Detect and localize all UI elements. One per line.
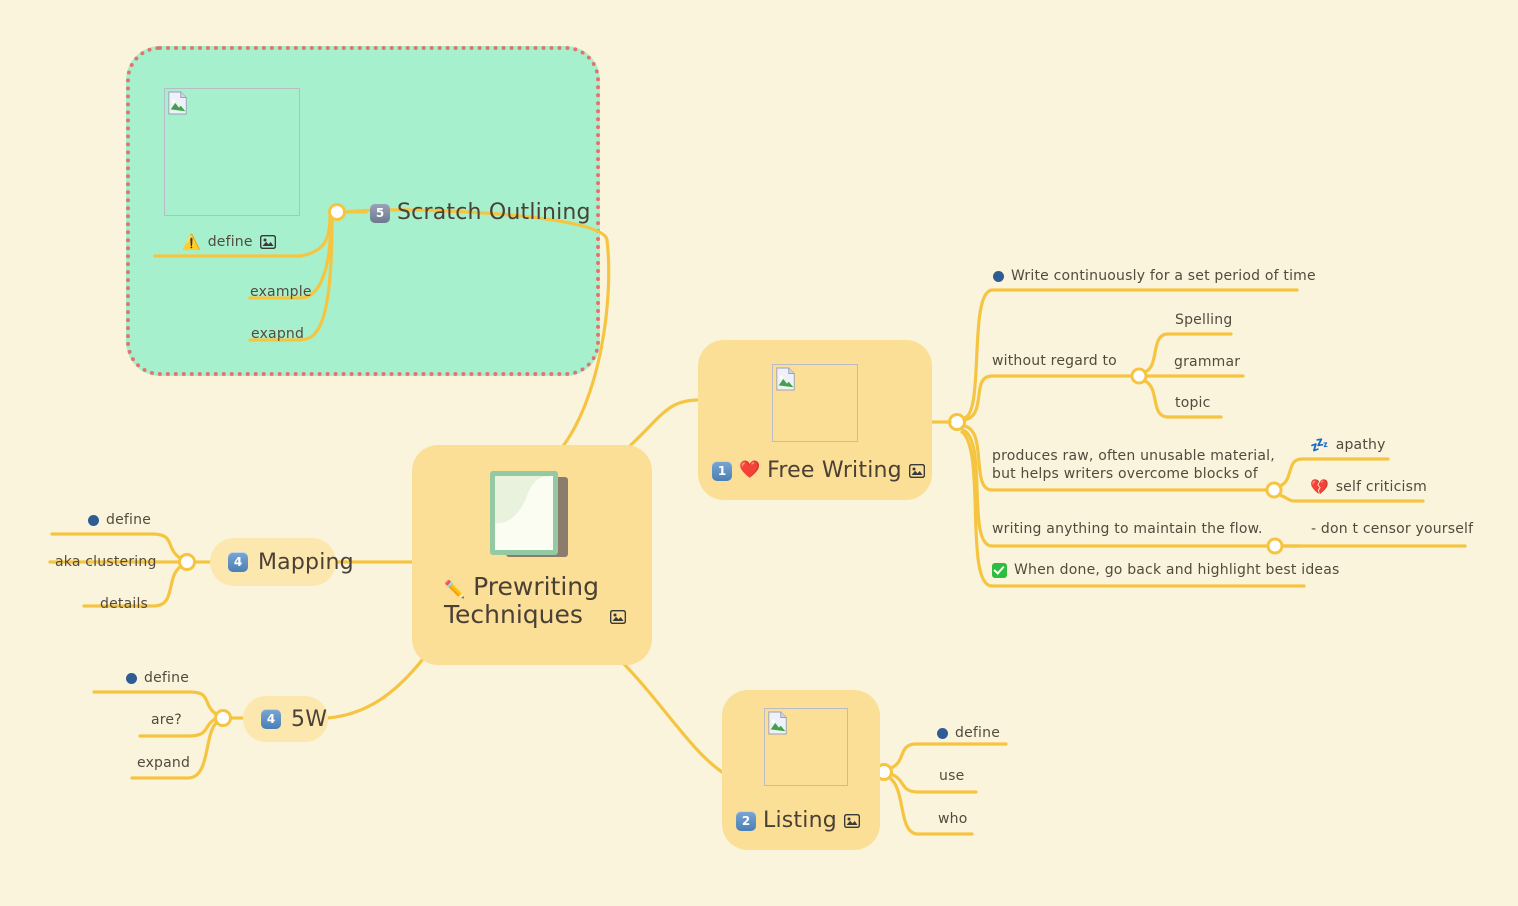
- node-scratch-outlining[interactable]: 5 Scratch Outlining: [370, 200, 591, 225]
- leaf-expand[interactable]: expand: [137, 755, 190, 771]
- image-icon[interactable]: [259, 235, 276, 249]
- leaf-details[interactable]: details: [100, 596, 148, 612]
- bullet-dot-icon: [126, 672, 137, 684]
- node-badge: 2: [736, 810, 756, 831]
- node-title: Free Writing: [767, 458, 902, 483]
- leaf-mapping-define[interactable]: define: [88, 512, 151, 528]
- node-mapping[interactable]: 4 Mapping: [210, 538, 354, 586]
- leaf-self-criticism[interactable]: 💔 self criticism: [1310, 479, 1427, 495]
- leaf-produces-raw[interactable]: produces raw, often unusable material, b…: [992, 448, 1275, 483]
- check-icon: [992, 562, 1007, 578]
- leaf-label: are?: [151, 712, 182, 728]
- node-title: Mapping: [258, 549, 354, 575]
- leaf-label: writing anything to maintain the flow.: [992, 521, 1263, 537]
- scratch-outlining-image-placeholder[interactable]: [164, 88, 300, 216]
- leaf-label: who: [938, 811, 968, 827]
- listing-image-placeholder[interactable]: [764, 708, 848, 786]
- leaf-label: - don t censor yourself: [1311, 521, 1474, 537]
- leaf-topic[interactable]: topic: [1175, 395, 1211, 411]
- image-icon[interactable]: [843, 813, 860, 828]
- leaf-who[interactable]: who: [938, 811, 968, 827]
- central-title: ✏️ Prewriting Techniques: [444, 573, 599, 629]
- leaf-writing-anything[interactable]: writing anything to maintain the flow.: [992, 521, 1263, 537]
- leaf-label: topic: [1175, 395, 1211, 411]
- image-icon[interactable]: [610, 610, 626, 624]
- node-5w[interactable]: 4 5W: [243, 696, 328, 742]
- leaf-when-done[interactable]: When done, go back and highlight best id…: [992, 562, 1340, 578]
- leaf-label: without regard to: [992, 353, 1117, 369]
- heart-icon: ❤️: [739, 460, 761, 480]
- leaf-are[interactable]: are?: [151, 712, 182, 728]
- broken-image-icon: [776, 367, 795, 391]
- bullet-dot-icon: [937, 727, 948, 739]
- leaf-label: When done, go back and highlight best id…: [1014, 562, 1340, 578]
- leaf-label: produces raw, often unusable material, b…: [992, 448, 1275, 482]
- leaf-example[interactable]: example: [250, 284, 312, 300]
- free-writing-title-row: 1 ❤️ Free Writing: [712, 458, 925, 483]
- broken-image-icon: [168, 91, 187, 115]
- leaf-label: define: [106, 512, 152, 528]
- leaf-label: expand: [137, 755, 191, 771]
- zzz-icon: 💤: [1310, 435, 1329, 454]
- node-free-writing[interactable]: 1 ❤️ Free Writing: [698, 340, 932, 500]
- book-icon: [490, 471, 568, 557]
- leaf-grammar[interactable]: grammar: [1174, 354, 1240, 370]
- leaf-label: grammar: [1174, 354, 1241, 370]
- leaf-dont-censor[interactable]: - don t censor yourself: [1311, 521, 1473, 537]
- leaf-label: Spelling: [1175, 312, 1233, 328]
- bullet-dot-icon: [88, 514, 99, 526]
- central-title-line2: Techniques: [444, 600, 583, 629]
- node-badge: 5: [370, 202, 390, 223]
- node-title: Listing: [763, 808, 837, 833]
- leaf-label: self criticism: [1335, 479, 1427, 495]
- central-title-line1: Prewriting: [473, 572, 600, 601]
- leaf-label: aka clustering: [55, 554, 157, 570]
- leaf-use[interactable]: use: [939, 768, 964, 784]
- leaf-apathy[interactable]: 💤 apathy: [1310, 437, 1386, 453]
- bullet-dot-icon: [993, 270, 1004, 282]
- central-node[interactable]: ✏️ Prewriting Techniques: [412, 445, 652, 665]
- leaf-define[interactable]: ⚠️ define: [182, 234, 276, 250]
- leaf-listing-define[interactable]: define: [937, 725, 1000, 741]
- leaf-label: define: [207, 234, 253, 250]
- leaf-label: define: [144, 670, 190, 686]
- leaf-label: apathy: [1335, 437, 1386, 453]
- leaf-exapnd[interactable]: exapnd: [251, 326, 304, 342]
- leaf-spelling[interactable]: Spelling: [1175, 312, 1232, 328]
- leaf-aka-clustering[interactable]: aka clustering: [55, 554, 157, 570]
- warning-icon: ⚠️: [182, 232, 201, 251]
- node-title: 5W: [291, 706, 328, 732]
- leaf-5w-define[interactable]: define: [126, 670, 189, 686]
- node-badge: 4: [228, 552, 248, 572]
- leaf-label: exapnd: [251, 326, 305, 342]
- broken-heart-icon: 💔: [1310, 477, 1329, 496]
- image-icon[interactable]: [908, 463, 925, 478]
- node-badge: 4: [261, 709, 281, 729]
- broken-image-icon: [768, 711, 787, 735]
- free-writing-image-placeholder[interactable]: [772, 364, 858, 442]
- leaf-label: Write continuously for a set period of t…: [1011, 268, 1316, 284]
- node-title: Scratch Outlining: [397, 200, 591, 225]
- leaf-without-regard-to[interactable]: without regard to: [992, 353, 1117, 369]
- node-listing[interactable]: 2 Listing: [722, 690, 880, 850]
- leaf-label: use: [939, 768, 965, 784]
- leaf-label: define: [955, 725, 1001, 741]
- leaf-label: example: [250, 284, 312, 300]
- node-badge: 1: [712, 460, 732, 481]
- leaf-write-continuously[interactable]: Write continuously for a set period of t…: [993, 268, 1316, 284]
- pencil-icon: ✏️: [444, 580, 466, 600]
- listing-title-row: 2 Listing: [736, 808, 860, 833]
- leaf-label: details: [100, 596, 149, 612]
